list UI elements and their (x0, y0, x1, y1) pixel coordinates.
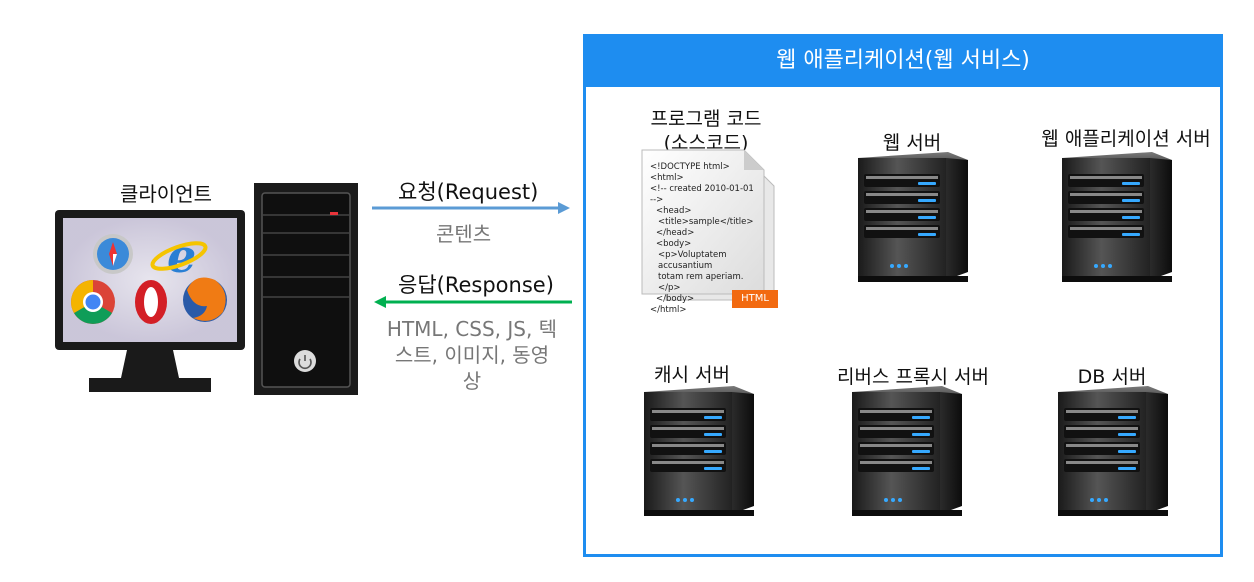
code-line: <p>Voluptatem accusantium (650, 250, 758, 272)
source-code-label: 프로그램 코드 (636, 104, 776, 131)
code-line: <html> (650, 173, 758, 184)
code-line: </head> (650, 228, 758, 239)
html-badge: HTML (732, 290, 778, 308)
code-line: <title>sample</title> (650, 217, 758, 228)
response-content-label: HTML, CSS, JS, 텍스트, 이미지, 동영상 (386, 316, 558, 394)
db-server-icon (1052, 382, 1170, 524)
computer-tower-icon (254, 183, 358, 395)
web-application-server-icon (1056, 148, 1174, 290)
code-line: <!DOCTYPE html> (650, 162, 758, 173)
code-line: <!-- created 2010-01-01 --> (650, 184, 758, 206)
response-arrow (372, 294, 572, 310)
chrome-icon (71, 280, 115, 324)
monitor-icon: e (55, 210, 245, 392)
web-server-icon (852, 148, 970, 290)
web-application-title: 웹 애플리케이션(웹 서비스) (583, 34, 1223, 87)
request-arrow (372, 200, 572, 216)
svg-text:e: e (167, 229, 196, 283)
code-line: <body> (650, 239, 758, 250)
safari-icon (93, 234, 133, 274)
reverse-proxy-server-icon (846, 382, 964, 524)
web-application-server-label: 웹 애플리케이션 서버 (1036, 124, 1216, 151)
request-content-label: 콘텐츠 (436, 218, 491, 247)
cache-server-icon (638, 382, 756, 524)
client-label: 클라이언트 (96, 178, 236, 207)
opera-icon (135, 280, 167, 324)
code-line: <head> (650, 206, 758, 217)
